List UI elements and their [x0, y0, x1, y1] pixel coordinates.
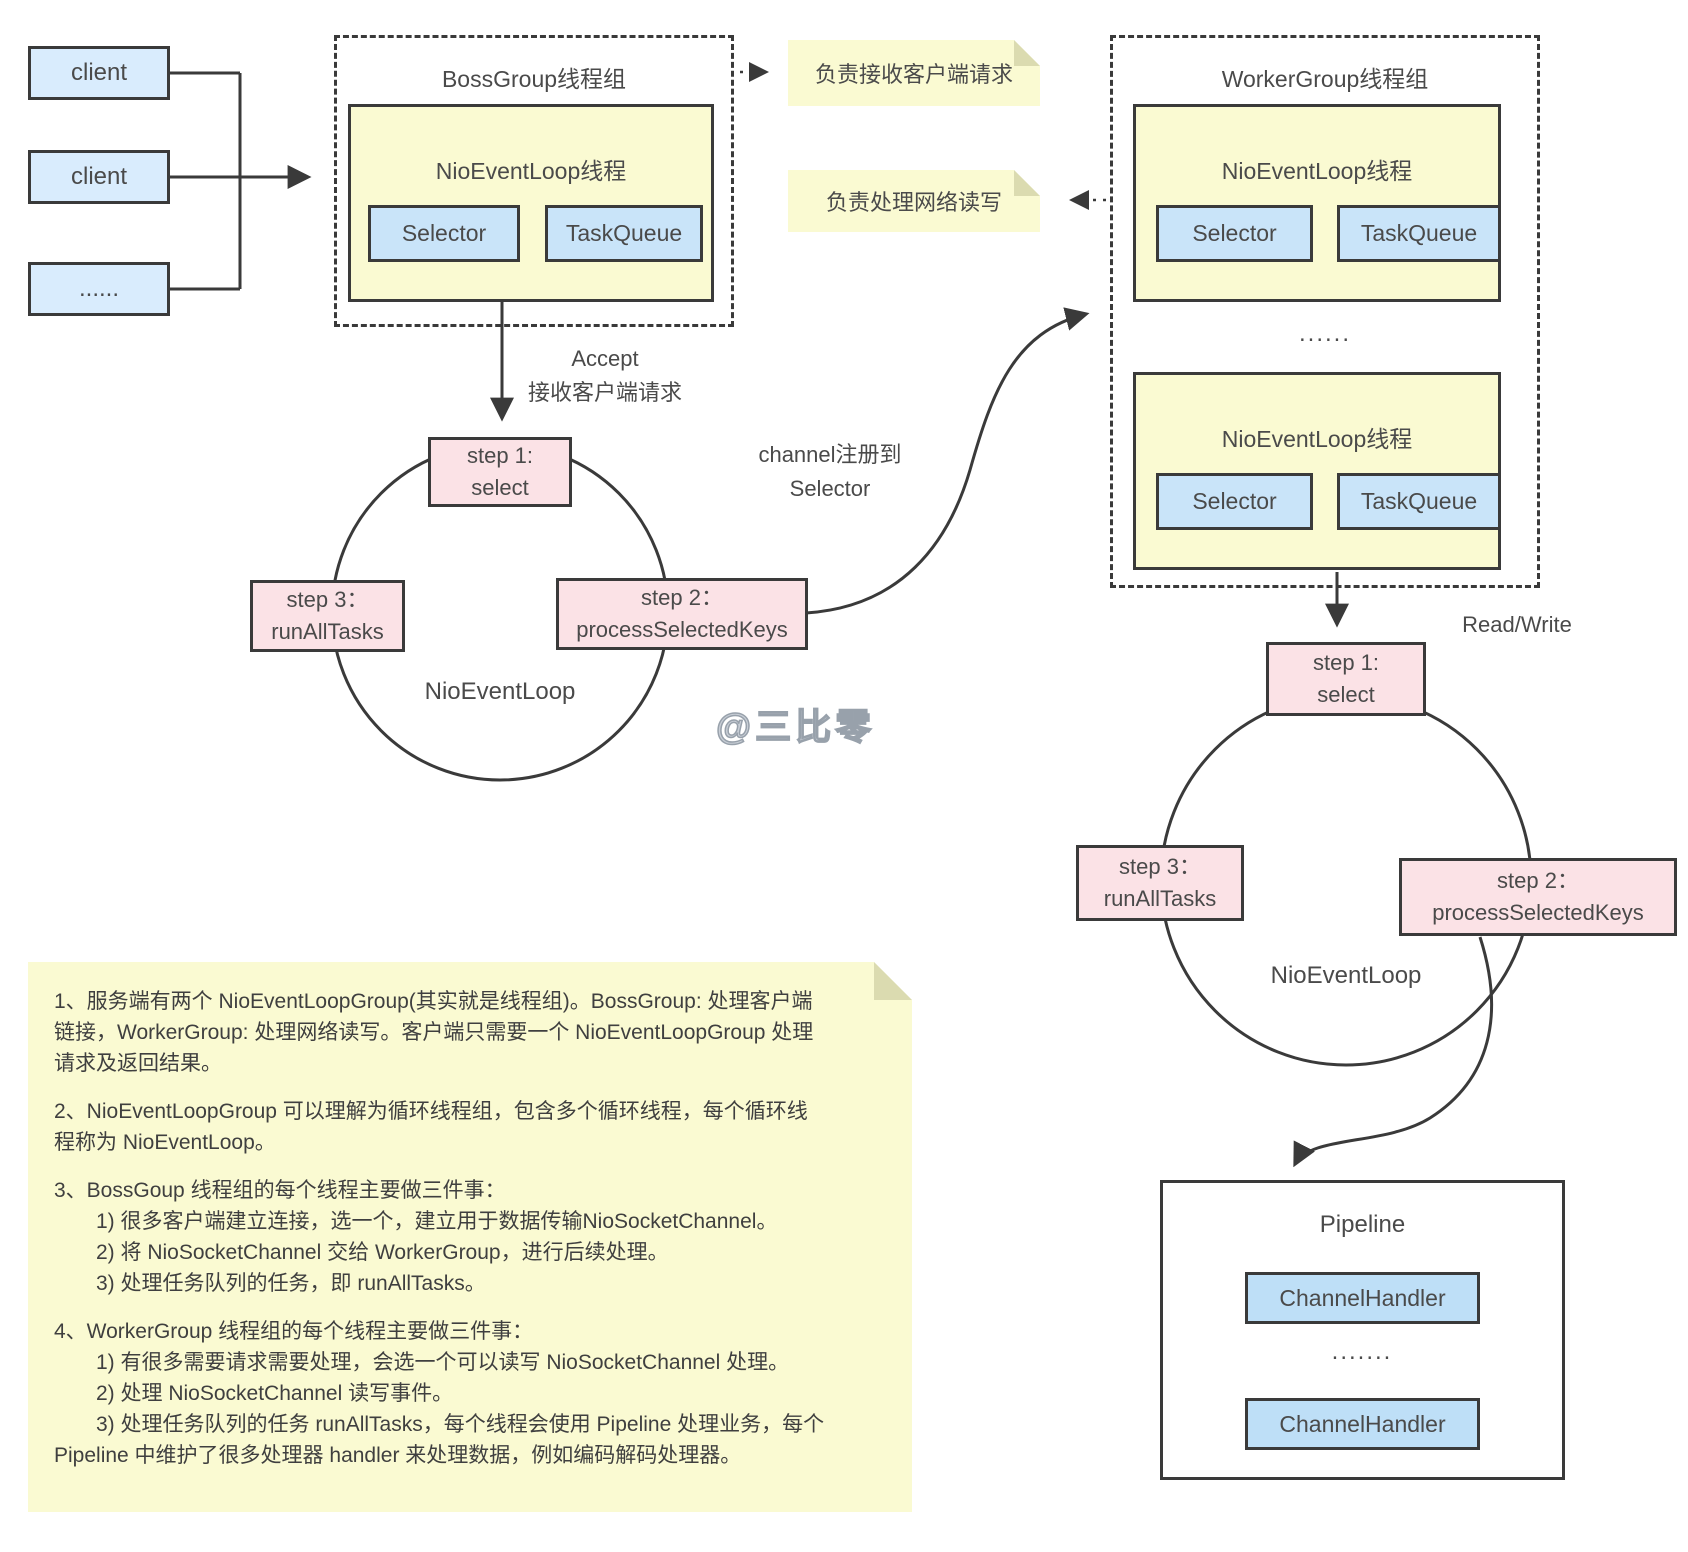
worker2-taskqueue-box: TaskQueue — [1337, 473, 1501, 530]
channel-handler-box-1: ChannelHandler — [1245, 1272, 1480, 1324]
watermark: @三比零 — [715, 705, 876, 748]
boss-selector-box: Selector — [368, 205, 520, 262]
pipeline-ellipsis: ....... — [1331, 1338, 1393, 1365]
nioeventloop-thread-label: NioEventLoop线程 — [1221, 426, 1413, 452]
accept-label-en: Accept — [571, 346, 639, 371]
worker-nioeventloop-thread-1: NioEventLoop线程 — [1133, 104, 1501, 302]
channel-handler-box-2: ChannelHandler — [1245, 1398, 1480, 1450]
channel-register-label: channel注册到 Selector — [735, 438, 925, 506]
workergroup-container: WorkerGroup线程组 — [1110, 35, 1540, 588]
bossgroup-nioeventloop-thread: NioEventLoop线程 — [348, 104, 714, 302]
note-network-readwrite: 负责处理网络读写 — [788, 170, 1040, 232]
description-paragraph-4: 4、WorkerGroup 线程组的每个线程主要做三件事： 1) 有很多需要请求… — [54, 1320, 825, 1467]
channel-register-line1: channel注册到 — [758, 442, 902, 467]
read-write-label: Read/Write — [1462, 612, 1572, 637]
step2-line2: processSelectedKeys — [576, 617, 788, 642]
boss-step1-box: step 1: select — [428, 437, 572, 507]
worker-loop-name: NioEventLoop — [1270, 962, 1422, 989]
description-paragraph-1: 1、服务端有两个 NioEventLoopGroup(其实就是线程组)。Boss… — [54, 990, 814, 1075]
channel-handler-label: ChannelHandler — [1279, 1410, 1446, 1437]
client-box-2: client — [28, 150, 170, 204]
selector-label: Selector — [401, 220, 487, 246]
client-connector-lines — [170, 71, 312, 291]
taskqueue-label: TaskQueue — [1360, 488, 1478, 514]
client-label: client — [70, 163, 128, 190]
boss-step3-box: step 3： runAllTasks — [250, 580, 405, 652]
step3-line1: step 3： — [286, 587, 369, 613]
step3-line2: runAllTasks — [271, 619, 384, 644]
worker-step2-box: step 2： processSelectedKeys — [1399, 858, 1677, 936]
worker-step3-box: step 3： runAllTasks — [1076, 845, 1244, 921]
step1-line1: step 1: — [1312, 650, 1380, 676]
selector-label: Selector — [1192, 220, 1277, 246]
step3-line1: step 3： — [1119, 854, 1201, 880]
pipeline-title: Pipeline — [1319, 1211, 1406, 1238]
client-box-1: client — [28, 46, 170, 100]
step2-line1: step 2： — [1497, 868, 1579, 894]
description-note-text: 1、服务端有两个 NioEventLoopGroup(其实就是线程组)。Boss… — [28, 962, 850, 1512]
client-ellipsis-label: ...... — [78, 275, 119, 302]
step2-line1: step 2： — [641, 585, 723, 611]
step2-line2: processSelectedKeys — [1432, 900, 1644, 925]
bossgroup-title: BossGroup线程组 — [441, 66, 627, 92]
description-paragraph-2: 2、NioEventLoopGroup 可以理解为循环线程组，包含多个循环线程，… — [54, 1100, 808, 1154]
workergroup-title: WorkerGroup线程组 — [1221, 66, 1429, 92]
channel-register-curve-arrow — [805, 307, 1090, 615]
description-note: 1、服务端有两个 NioEventLoopGroup(其实就是线程组)。Boss… — [28, 962, 912, 1512]
boss-taskqueue-box: TaskQueue — [545, 205, 703, 262]
note-accept-requests: 负责接收客户端请求 — [788, 40, 1040, 106]
note-accept-text: 负责接收客户端请求 — [814, 62, 1013, 87]
workergroup-ellipsis: ...... — [1298, 320, 1351, 347]
client-label: client — [70, 59, 128, 86]
bossgroup-container: BossGroup线程组 — [334, 35, 734, 327]
step1-line1: step 1: — [466, 443, 534, 469]
step2-to-pipeline-curve-arrow — [1293, 936, 1493, 1168]
worker2-selector-box: Selector — [1156, 473, 1313, 530]
client-box-more: ...... — [28, 262, 170, 316]
selector-label: Selector — [1192, 488, 1277, 514]
step1-line2: select — [1317, 682, 1375, 707]
taskqueue-label: TaskQueue — [565, 220, 683, 246]
worker1-taskqueue-box: TaskQueue — [1337, 205, 1501, 262]
accept-label: Accept 接收客户端请求 — [505, 342, 705, 410]
channel-register-line2: Selector — [789, 476, 871, 502]
taskqueue-label: TaskQueue — [1360, 220, 1478, 246]
nioeventloop-thread-label: NioEventLoop线程 — [1221, 158, 1413, 184]
step1-line2: select — [471, 475, 529, 500]
step3-line2: runAllTasks — [1103, 886, 1217, 911]
boss-loop-name: NioEventLoop — [424, 678, 576, 705]
description-paragraph-3: 3、BossGoup 线程组的每个线程主要做三件事： 1) 很多客户端建立连接，… — [54, 1179, 778, 1295]
worker-nioeventloop-thread-2: NioEventLoop线程 — [1133, 372, 1501, 570]
worker-step1-box: step 1: select — [1266, 642, 1426, 716]
channel-handler-label: ChannelHandler — [1279, 1284, 1446, 1311]
boss-step2-box: step 2： processSelectedKeys — [556, 578, 808, 650]
worker1-selector-box: Selector — [1156, 205, 1313, 262]
note-readwrite-text: 负责处理网络读写 — [825, 190, 1002, 215]
nioeventloop-thread-label: NioEventLoop线程 — [435, 158, 627, 184]
accept-label-zh: 接收客户端请求 — [527, 380, 682, 406]
